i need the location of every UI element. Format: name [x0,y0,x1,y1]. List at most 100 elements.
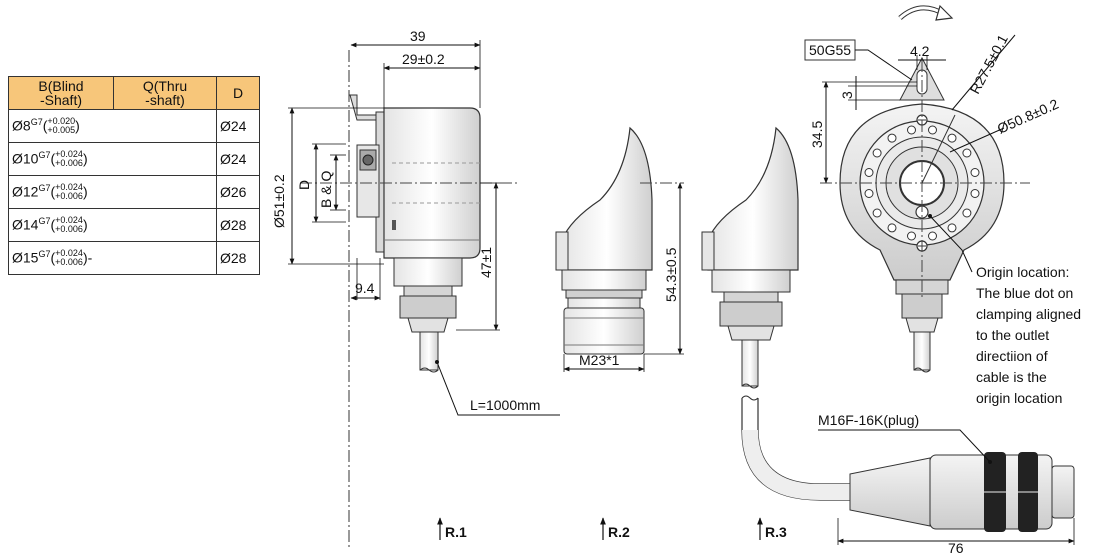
front-cable-break [913,367,931,373]
side-view-r3: M16F-16K(plug) 76 [701,126,1075,555]
variant-r1: R.1 [445,524,467,540]
bolt-hole [928,231,937,241]
header-thru-shaft: Q(Thru -shaft) [113,76,217,110]
dim-345-label: 34.5 [809,121,825,148]
spec-row: Ø15G7(+0.024+0.006)-Ø28 [8,241,260,275]
plug-leader-dot [988,460,992,464]
front-view: 50G55 4.2 3 34.5 R27.5±0.1 Ø50.8±0.2 Ori… [804,4,1081,406]
front-gland-seal [905,317,939,333]
tol-upper: +0.024 [55,215,83,226]
gland-seal [407,317,449,333]
spec-b-cell: Ø8G7(+0.020+0.005) [8,109,217,143]
bolt-hole [962,148,972,158]
header-blind-shaft: B(Blind -Shaft) [8,76,114,110]
bolt-hole [872,208,882,218]
r3-cable-inner [757,398,850,485]
dim-42-label: 4.2 [910,43,930,59]
bolt-hole [907,231,916,241]
origin-note-line-5: directiion of [976,348,1048,364]
side-view-r2: 54.3±0.5 M23*1 [555,126,684,372]
bolt-hole [872,148,882,158]
tol-upper: +0.024 [55,149,83,160]
b-fit: G7 [38,248,51,259]
b-fit: G7 [38,215,51,226]
origin-note-line-1: Origin location: [976,264,1069,280]
r3-gland-seal [727,325,775,341]
spec-row: Ø14G7(+0.024+0.006)Ø28 [8,208,260,242]
b-tolerance: +0.024+0.006 [55,183,83,201]
b-fit: G7 [30,116,43,127]
tol-lower: +0.006 [55,158,83,169]
clamp-screw-head [362,154,374,166]
spec-b-cell: Ø10G7(+0.024+0.006) [8,142,217,176]
spec-d-cell: Ø24 [216,142,260,176]
body-base [393,257,463,287]
tol-lower: +0.005 [47,125,76,136]
tol-upper: +0.024 [55,182,83,193]
spec-q-inline: - [87,249,93,266]
flange-bracket [349,94,378,121]
spec-table-header: B(Blind -Shaft) Q(Thru -shaft) D [8,76,260,110]
body-marker [392,220,396,230]
front-cable [913,331,931,371]
origin-leader [929,215,973,273]
dim-39-label: 39 [410,28,426,44]
radius-line [921,114,956,184]
spec-b-cell: Ø14G7(+0.024+0.006) [8,208,217,242]
tol-upper: +0.024 [55,248,83,259]
bolt-hole [864,189,874,198]
b-base: Ø10 [12,150,39,167]
dim-94-label: 9.4 [355,280,375,296]
header-blind-line2: -Shaft) [39,92,82,108]
bolt-hole [947,223,957,233]
plug-label: M16F-16K(plug) [818,412,919,428]
dim-76-label: 76 [948,540,964,555]
gland-hex [399,295,457,319]
spec-row: Ø10G7(+0.024+0.006)Ø24 [8,142,260,176]
tol-lower: +0.006 [55,224,83,235]
spec-row: Ø8G7(+0.020+0.005)Ø24 [8,109,260,143]
r3-cable-break2 [741,395,759,401]
r3-cable-top [741,339,759,387]
rotation-arrow-head [935,4,954,21]
dim-47-label: 47±1 [478,247,494,278]
origin-note-line-7: origin location [976,390,1062,406]
b-tolerance: +0.024+0.006 [55,150,83,168]
b-fit: G7 [38,182,51,193]
bolt-hole [887,133,897,143]
bolt-hole [864,168,874,177]
variant-r3: R.3 [765,524,787,540]
b-base: Ø8 [12,117,31,134]
r3-base [711,269,791,293]
cable-length-leader [436,361,560,416]
r2-base [561,269,647,291]
variant-labels: R.1 R.2 R.3 [437,517,787,540]
spec-b-cell: Ø12G7(+0.024+0.006) [8,175,217,209]
dim-m23-label: M23*1 [579,352,620,368]
r3-flange [701,231,715,271]
bolt-hole [970,189,980,198]
tol-lower: +0.006 [55,191,83,202]
r3-gland-nut [723,291,779,303]
b-base: Ø14 [12,216,39,233]
b-fit: G7 [38,149,51,160]
r2-neck [567,297,641,309]
b-base: Ø12 [12,183,39,200]
dim-508-label: Ø50.8±0.2 [995,95,1061,136]
r3-housing [707,126,799,271]
bolt-holes [864,125,980,241]
tol-upper: +0.020 [47,116,76,127]
origin-leader-dot [928,214,932,218]
r2-housing [561,126,653,271]
side-view-r1: 39 29±0.2 9.4 Ø51±0.2 D B & Q 47±1 L=100… [271,28,560,416]
bolt-hole [970,168,980,177]
spec-row: Ø12G7(+0.024+0.006)Ø26 [8,175,260,209]
b-tolerance: +0.024+0.006 [55,216,83,234]
dim-508-leader [949,127,1005,153]
bolt-hole [947,133,957,143]
variant-r2: R.2 [608,524,630,540]
header-thru-line1: Q(Thru [142,78,188,94]
dim-543-label: 54.3±0.5 [663,247,679,302]
bolt-hole [907,125,916,135]
